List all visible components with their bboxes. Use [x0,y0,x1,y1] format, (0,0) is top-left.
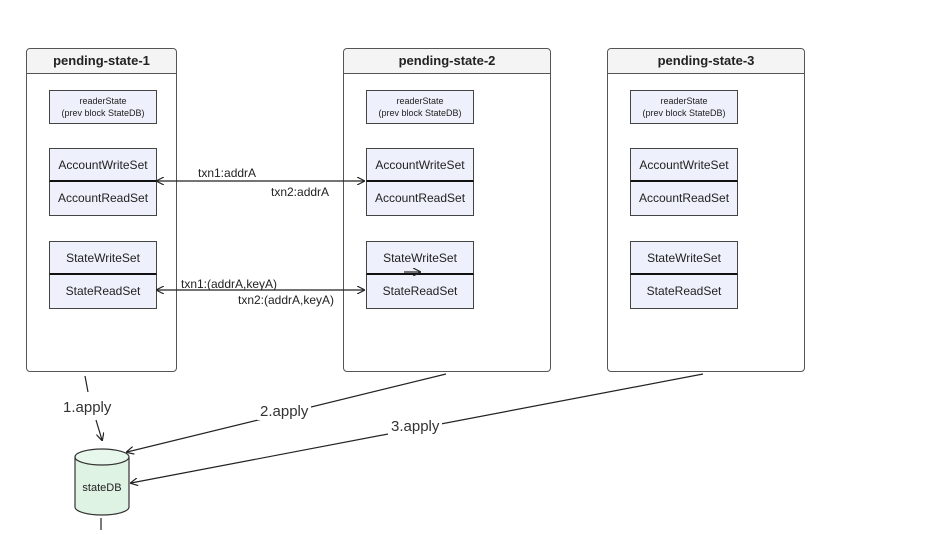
database-icon [74,448,130,516]
account-write-set: AccountWriteSet [630,148,738,182]
state-db-label: stateDB [82,482,122,494]
account-write-set: AccountWriteSet [49,148,157,182]
pending-state-panel-1: pending-state-1 readerState (prev block … [26,48,177,372]
reader-state-label: readerState [79,96,127,106]
state-read-set: StateReadSet [366,275,474,309]
reader-state-sublabel: (prev block StateDB) [61,108,145,118]
panel-title: pending-state-3 [608,49,804,74]
state-write-set: StateWriteSet [49,241,157,275]
account-read-set: AccountReadSet [630,182,738,216]
reader-state-sublabel: (prev block StateDB) [378,108,462,118]
pending-state-panel-3: pending-state-3 readerState (prev block … [607,48,805,372]
apply-label-1: 1.apply [60,399,115,416]
pending-state-panel-2: pending-state-2 readerState (prev block … [343,48,551,372]
panel-title: pending-state-2 [344,49,550,74]
apply-label-3: 3.apply [388,418,443,435]
panel-title: pending-state-1 [27,49,176,74]
reader-state-box: readerState (prev block StateDB) [366,90,474,124]
account-read-set: AccountReadSet [366,182,474,216]
account-edge-label-top: txn1:addrA [198,166,257,180]
reader-state-box: readerState (prev block StateDB) [49,90,157,124]
reader-state-label: readerState [660,96,708,106]
reader-state-box: readerState (prev block StateDB) [630,90,738,124]
account-write-set: AccountWriteSet [366,148,474,182]
state-read-set: StateReadSet [630,275,738,309]
reader-state-label: readerState [396,96,444,106]
account-edge-label-bottom: txn2:addrA [271,185,330,199]
apply-label-2: 2.apply [257,403,312,420]
state-read-set: StateReadSet [49,275,157,309]
state-db: stateDB [74,448,130,516]
state-edge-label-top: txn1:(addrA,keyA) [181,277,278,291]
account-read-set: AccountReadSet [49,182,157,216]
state-write-set: StateWriteSet [366,241,474,275]
state-edge-label-bottom: txn2:(addrA,keyA) [238,293,335,307]
state-write-set: StateWriteSet [630,241,738,275]
reader-state-sublabel: (prev block StateDB) [642,108,726,118]
